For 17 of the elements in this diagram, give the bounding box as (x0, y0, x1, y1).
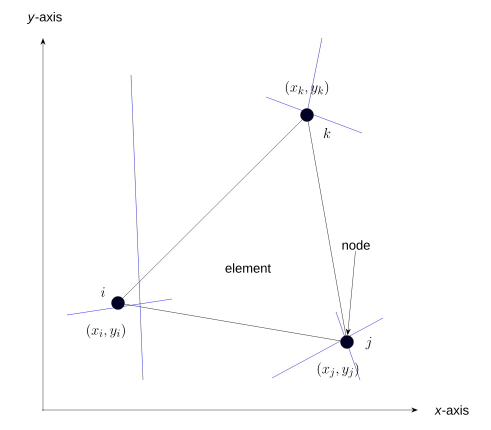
vertex-label: $(x_k, y_k)$ (286, 80, 328, 96)
element-edge (124, 304, 341, 342)
leader-line (346, 250, 356, 335)
axis-label: y-axis (27, 12, 62, 24)
vertex-dot (300, 108, 314, 122)
element-edge (122, 120, 302, 298)
vertex-label: $j$ (366, 336, 372, 350)
vertex-label: $(x_j, y_j)$ (318, 362, 358, 378)
axis-label: x-axis (434, 405, 469, 415)
vertex-dot (340, 335, 354, 349)
node-label: node (342, 240, 370, 250)
element-edge (308, 121, 346, 336)
vertex-label: $k$ (324, 128, 330, 138)
vertex-dot (111, 296, 125, 310)
vertex-label: $i$ (101, 287, 105, 297)
element-label: element (226, 263, 271, 273)
vertex-label: $(x_i, y_i)$ (87, 324, 125, 338)
